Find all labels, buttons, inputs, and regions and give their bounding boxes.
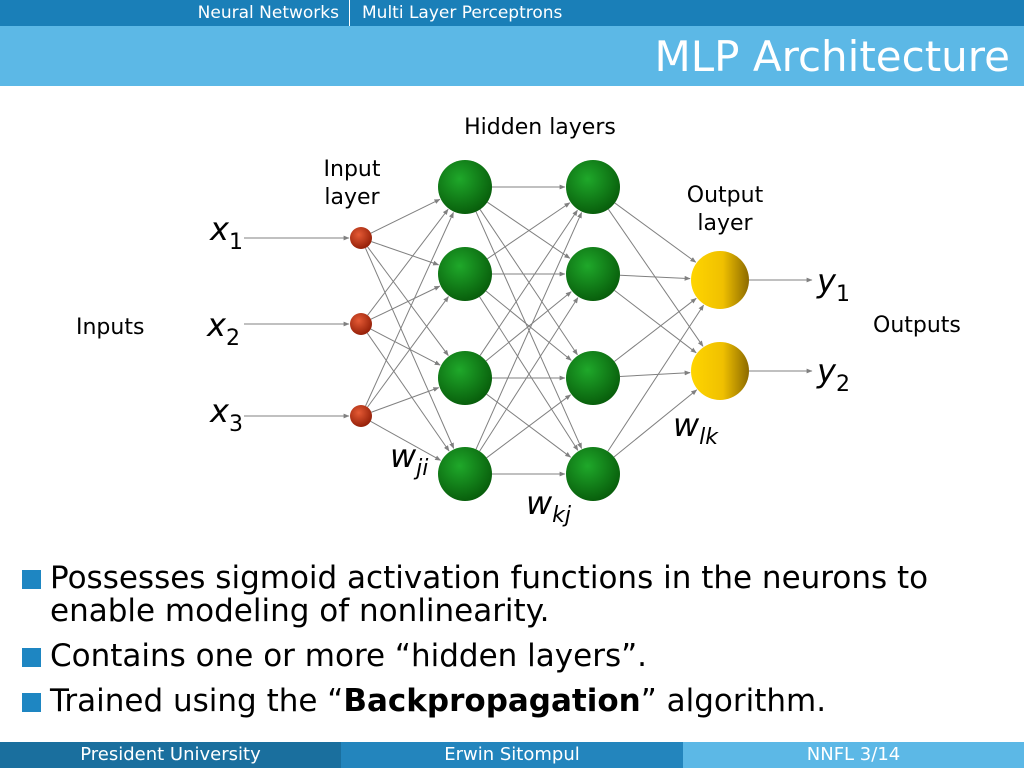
output-layer-label-line1: Output bbox=[687, 183, 764, 208]
bullet-item-backpropagation: Trained using the “Backpropagation” algo… bbox=[20, 685, 1010, 718]
output-symbol-y1: y1 bbox=[816, 262, 850, 307]
backpropagation-term: Backpropagation bbox=[343, 683, 641, 719]
weight-label-wlk: wlk bbox=[673, 406, 719, 450]
bullet-item-sigmoid: Possesses sigmoid activation functions i… bbox=[20, 562, 1010, 628]
hidden-neuron-layer1 bbox=[438, 447, 492, 501]
edge-input-hidden1 bbox=[367, 296, 449, 408]
input-neuron bbox=[350, 313, 372, 335]
edge-hidden1-hidden2 bbox=[479, 297, 579, 452]
edge-hidden1-hidden2 bbox=[479, 209, 578, 356]
edge-input-hidden1 bbox=[370, 285, 441, 320]
footer-institution: President University bbox=[0, 742, 341, 768]
output-layer-label-line2: layer bbox=[697, 211, 753, 236]
edge-hidden2-output bbox=[614, 202, 697, 263]
hidden-neuron-layer1 bbox=[438, 247, 492, 301]
bullet-square-icon bbox=[22, 648, 41, 667]
input-layer-label-line2: layer bbox=[324, 185, 380, 210]
mlp-diagram: Hidden layers Input layer Output layer I… bbox=[76, 115, 961, 528]
input-symbol-x2: x2 bbox=[206, 306, 240, 351]
edge-input-hidden1 bbox=[365, 211, 454, 407]
slide-title: MLP Architecture bbox=[654, 32, 1010, 81]
hidden-neuron-layer1 bbox=[438, 160, 492, 214]
edge-input-hidden1 bbox=[371, 241, 440, 266]
hidden-layers-label: Hidden layers bbox=[464, 115, 616, 140]
hidden-neuron-layer2 bbox=[566, 247, 620, 301]
input-neuron bbox=[350, 405, 372, 427]
edge-hidden1-hidden2 bbox=[475, 212, 583, 450]
hidden-neuron-layer2 bbox=[566, 160, 620, 214]
edge-input-hidden1 bbox=[367, 208, 449, 316]
input-neuron bbox=[350, 227, 372, 249]
edge-hidden2-output bbox=[607, 208, 704, 347]
bullet-square-icon bbox=[22, 693, 41, 712]
edge-hidden2-output bbox=[614, 297, 697, 362]
input-layer-label-line1: Input bbox=[324, 157, 381, 182]
weight-label-wkj: wkj bbox=[526, 484, 572, 528]
edge-hidden2-output bbox=[619, 274, 691, 281]
edge-hidden2-output bbox=[613, 389, 698, 458]
connection-lines bbox=[244, 184, 813, 477]
input-symbol-x1: x1 bbox=[209, 210, 243, 255]
footer-page-number: NNFL 3/14 bbox=[683, 742, 1024, 768]
edge-hidden2-output bbox=[619, 370, 691, 378]
breadcrumb-item-neural-networks[interactable]: Neural Networks bbox=[0, 0, 350, 26]
input-symbol-x3: x3 bbox=[209, 392, 243, 437]
edge-input-hidden1 bbox=[371, 387, 440, 413]
edge-input-hidden1 bbox=[370, 420, 442, 461]
hidden-neuron-layer2 bbox=[566, 447, 620, 501]
inputs-label: Inputs bbox=[76, 315, 144, 340]
neurons bbox=[350, 160, 749, 501]
footer-bar: President University Erwin Sitompul NNFL… bbox=[0, 742, 1024, 768]
edge-hidden1-hidden2 bbox=[485, 291, 572, 362]
bullet-item-hidden-layers: Contains one or more “hidden layers”. bbox=[20, 640, 1010, 673]
edge-input-hidden1 bbox=[370, 328, 441, 366]
title-bar: MLP Architecture bbox=[0, 26, 1024, 86]
breadcrumb-item-mlp[interactable]: Multi Layer Perceptrons bbox=[362, 3, 563, 23]
bullet-list: Possesses sigmoid activation functions i… bbox=[20, 562, 1010, 730]
edge-hidden2-output bbox=[607, 304, 704, 452]
output-neuron bbox=[691, 251, 749, 309]
header-bar: Neural Networks Multi Layer Perceptrons bbox=[0, 0, 1024, 26]
hidden-neuron-layer1 bbox=[438, 351, 492, 405]
edge-input-hidden1 bbox=[370, 198, 441, 234]
hidden-neuron-layer2 bbox=[566, 351, 620, 405]
edge-hidden1-hidden2 bbox=[487, 202, 571, 260]
edge-hidden2-output bbox=[614, 289, 697, 354]
edge-input-hidden1 bbox=[366, 332, 450, 452]
output-neuron bbox=[691, 342, 749, 400]
bullet-square-icon bbox=[22, 570, 41, 589]
edge-input-hidden1 bbox=[364, 247, 455, 449]
outputs-label: Outputs bbox=[873, 313, 961, 338]
edge-hidden1-hidden2 bbox=[486, 394, 572, 459]
output-symbol-y2: y2 bbox=[816, 352, 850, 397]
footer-author: Erwin Sitompul bbox=[341, 742, 683, 768]
weight-label-wji: wji bbox=[390, 437, 428, 481]
